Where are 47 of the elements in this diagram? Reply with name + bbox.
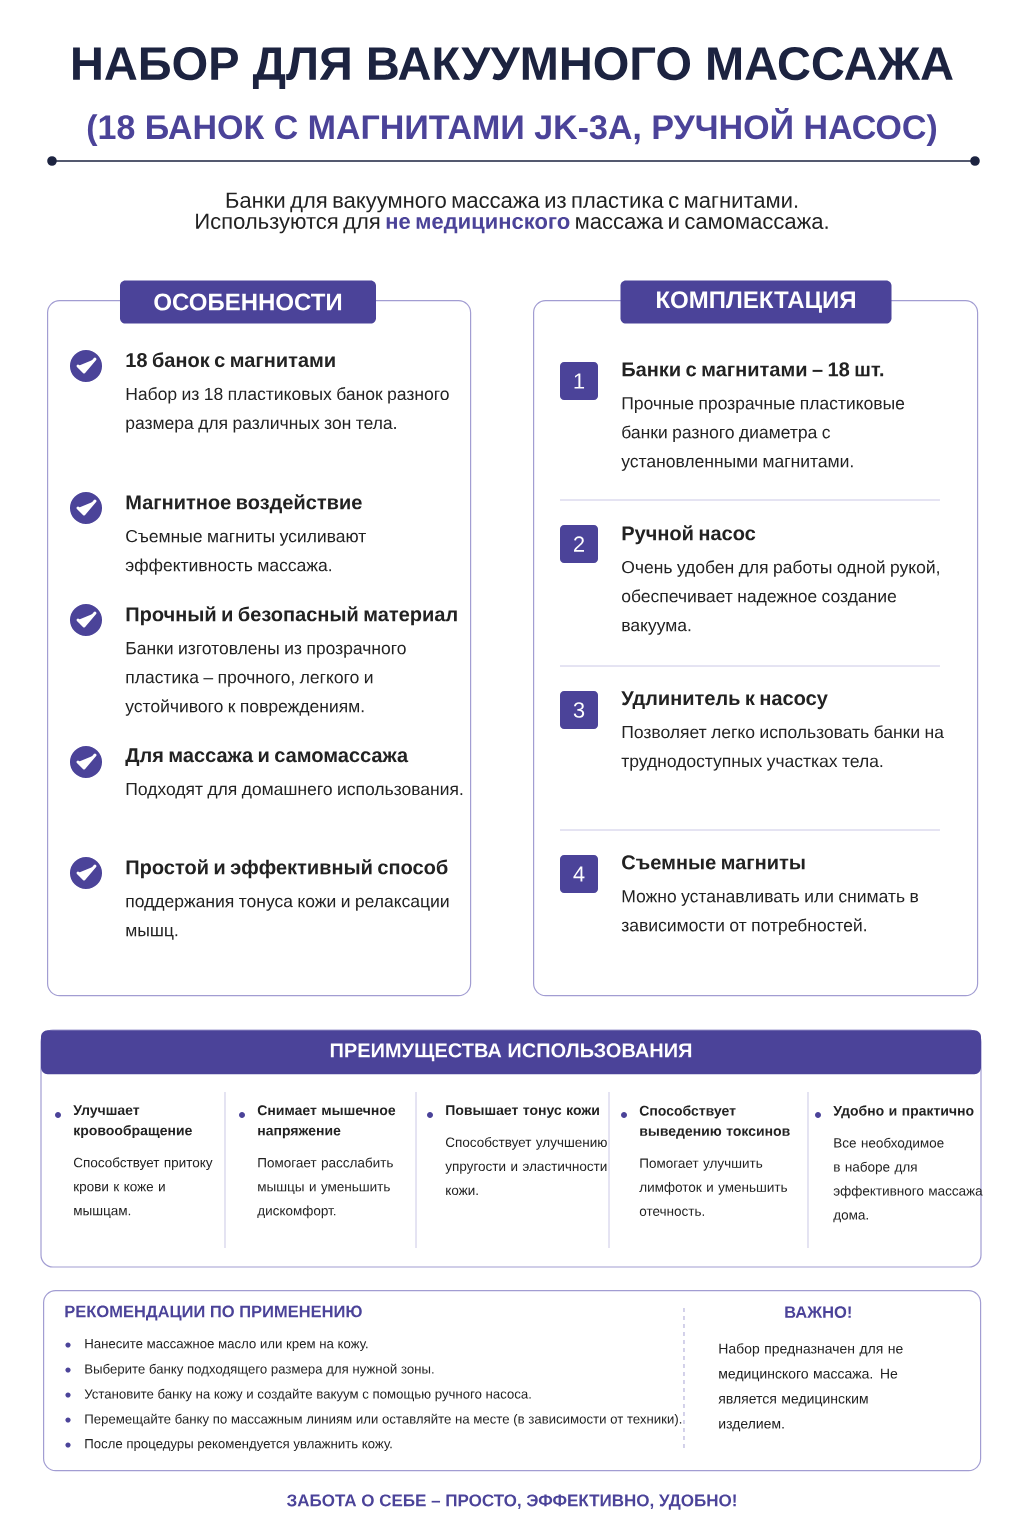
number-badge: 4 — [560, 855, 598, 893]
item-text: Съемные магниты усиливают эффективность массажа. — [125, 529, 366, 575]
item-text: Набор из 18 пластиковых банок разного размера для различных зон тела. — [126, 387, 449, 433]
list-item: Нанесите массажное масло или крем на кожу. — [85, 1339, 368, 1351]
list-item: После процедуры рекомендуется увлажнить кожу. — [85, 1439, 392, 1451]
item-heading: Для массажа и самомассажа — [125, 748, 409, 766]
footer-slogan: ЗАБОТА О СЕБЕ – ПРОСТО, ЭФФЕКТИВНО, УДОБНО! — [287, 1494, 736, 1510]
list-item: Выберите банку подходящего размера для нужной зоны. — [85, 1363, 434, 1377]
item-text: Банки изготовлены из прозрачного пластика – прочного, легкого и устойчивого к повреждениям. — [125, 642, 406, 716]
item-heading: Улучшает кровообращение — [73, 1105, 192, 1139]
item-heading: Прочный и безопасный материал — [126, 606, 457, 626]
item-heading: Магнитное воздействие — [126, 494, 362, 514]
important-heading: ВАЖНО! — [785, 1306, 851, 1318]
number-badge: 2 — [560, 525, 598, 563]
panel-tab: ОСОБЕННОСТИ — [120, 280, 376, 324]
item-text: Прочные прозрачные пластиковые банки разного диаметра с установленными магнитами. — [621, 397, 905, 471]
intro-text: Банки для вакуумного массажа из пластика с магнитами. Используются для не медицинского массажа и самомассажа. — [196, 192, 828, 234]
item-heading: Способствует выведению токсинов — [639, 1105, 790, 1139]
item-heading: Повышает тонус кожи — [446, 1105, 599, 1118]
item-text: Позволяет легко использовать банки на труднодоступных участках тела. — [621, 725, 944, 771]
item-text: Помогает расслабить мышцы и уменьшить дискомфорт. — [257, 1157, 393, 1219]
item-text: поддержания тонуса кожи и релаксации мышц. — [126, 897, 449, 940]
item-text: Помогает улучшить лимфоток и уменьшить отечность. — [639, 1158, 788, 1216]
number-badge: 1 — [560, 362, 598, 400]
list-item: Установите банку на кожу и создайте вакуум с помощью ручного насоса. — [84, 1388, 531, 1402]
item-heading: Съемные магниты — [622, 855, 805, 870]
item-text: Способствует улучшению упругости и эластичности кожи. — [445, 1137, 607, 1196]
important-text: Набор предназначен для не медицинского массажа. Не является медицинским изделием. — [718, 1343, 903, 1432]
item-heading: Снимает мышечное напряжение — [257, 1105, 396, 1139]
item-heading: Ручной насос — [622, 525, 756, 545]
panel-heading: РЕКОМЕНДАЦИИ ПО ПРИМЕНЕНИЮ — [65, 1305, 362, 1321]
item-text: Можно устанавливать или снимать в зависимости от потребностей. — [621, 890, 919, 935]
item-text: Подходят для домашнего использования. — [126, 783, 463, 799]
list-item: Перемещайте банку по массажным линиям или оставляйте на месте (в зависимости от техники). — [85, 1413, 682, 1427]
number-badge: 3 — [560, 691, 598, 729]
panel-header: ПРЕИМУЩЕСТВА ИСПОЛЬЗОВАНИЯ — [41, 1030, 981, 1075]
item-heading: Простой и эффективный способ — [126, 859, 448, 879]
item-heading: Удлинитель к насосу — [621, 691, 828, 710]
panel-tab: КОМПЛЕКТАЦИЯ — [620, 280, 892, 324]
subtitle: (18 БАНОК С МАГНИТАМИ JK-3А, РУЧНОЙ НАСОС) — [87, 108, 937, 146]
item-text: Способствует притоку крови к коже и мышцам. — [73, 1157, 213, 1218]
title: НАБОР ДЛЯ ВАКУУМНОГО МАССАЖА — [73, 46, 953, 90]
item-heading: 18 банок с магнитами — [126, 352, 335, 368]
item-text: Очень удобен для работы одной рукой, обеспечивает надежное создание вакуума. — [622, 560, 939, 635]
item-text: Все необходимое в наборе для эффективного массажа дома. — [833, 1137, 983, 1223]
item-heading: Банки с магнитами – 18 шт. — [622, 362, 884, 377]
item-heading: Удобно и практично — [833, 1105, 974, 1119]
